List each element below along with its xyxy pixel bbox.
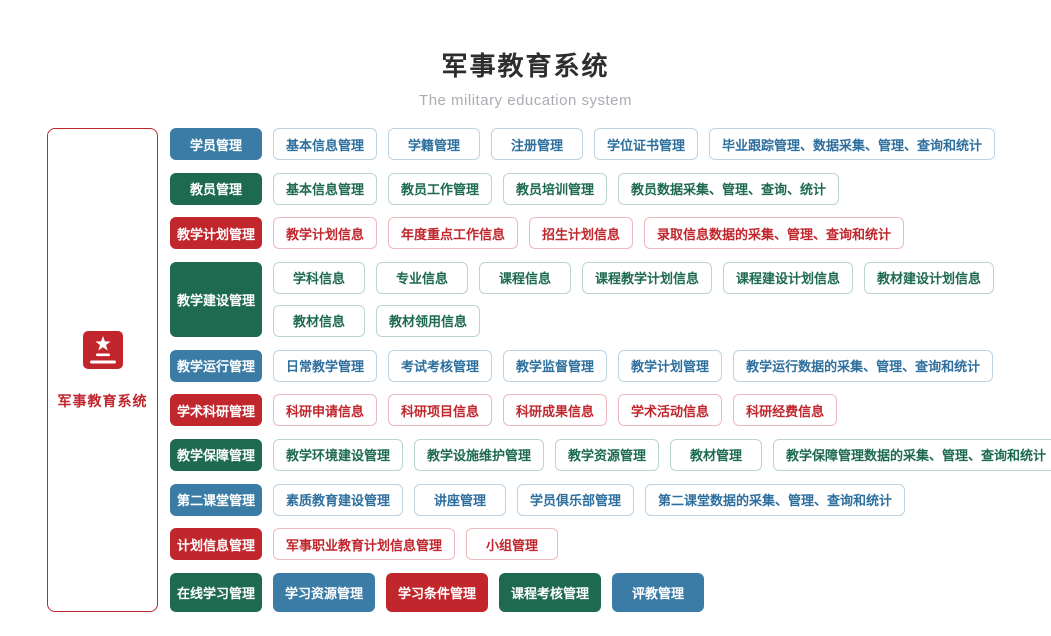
sub-item-chip[interactable]: 课程教学计划信息 (582, 261, 713, 294)
rows-container: 学员管理 基本信息管理 学籍管理 注册管理 学位证书管理 毕业跟踪管理、数据采集… (170, 128, 1051, 612)
sub-item-chip[interactable]: 课程信息 (479, 261, 571, 294)
sub-item-chip[interactable]: 学术活动信息 (618, 394, 723, 427)
sub-item-chip[interactable]: 教学监督管理 (503, 349, 608, 382)
sub-item-chip[interactable]: 课程考核管理 (499, 572, 602, 612)
sub-item-chip[interactable]: 学员俱乐部管理 (517, 483, 635, 516)
row-students: 学员管理 基本信息管理 学籍管理 注册管理 学位证书管理 毕业跟踪管理、数据采集… (170, 128, 1051, 160)
category-button-plan-info[interactable]: 计划信息管理 (170, 528, 262, 561)
page-subtitle: The military education system (419, 92, 632, 109)
sub-item-chip[interactable]: 教学计划信息 (273, 217, 378, 250)
root-label: 军事教育系统 (57, 392, 148, 409)
sub-item-chip[interactable]: 教材建设计划信息 (864, 261, 995, 294)
book-star-icon (80, 330, 126, 377)
sub-item-chip[interactable]: 教学资源管理 (555, 438, 660, 471)
sub-item-chip[interactable]: 教材信息 (273, 304, 365, 337)
sub-item-chip[interactable]: 教材领用信息 (376, 304, 481, 337)
sub-item-chip[interactable]: 教学环境建设管理 (273, 438, 404, 471)
category-button-online-learning[interactable]: 在线学习管理 (170, 572, 262, 612)
row-teaching-construction: 教学建设管理 学科信息 专业信息 课程信息 课程教学计划信息 课程建设计划信息 … (170, 261, 1051, 337)
sub-item-chip[interactable]: 教学运行数据的采集、管理、查询和统计 (733, 349, 994, 382)
sub-item-chip[interactable]: 日常教学管理 (273, 349, 378, 382)
sub-item-chip[interactable]: 学籍管理 (388, 128, 481, 160)
sub-item-chip[interactable]: 评教管理 (612, 572, 705, 612)
sub-item-chip[interactable]: 基本信息管理 (273, 128, 378, 160)
sub-item-chip[interactable]: 讲座管理 (414, 483, 507, 516)
sub-item-chip[interactable]: 招生计划信息 (529, 217, 634, 250)
sub-item-chip[interactable]: 考试考核管理 (388, 349, 493, 382)
category-button-second-classroom[interactable]: 第二课堂管理 (170, 483, 262, 516)
category-button-teaching-construction[interactable]: 教学建设管理 (170, 261, 262, 337)
sub-item-chip[interactable]: 学科信息 (273, 261, 365, 294)
category-button-research[interactable]: 学术科研管理 (170, 394, 262, 427)
row-teaching-operation: 教学运行管理 日常教学管理 考试考核管理 教学监督管理 教学计划管理 教学运行数… (170, 349, 1051, 382)
sub-item-chip[interactable]: 科研经费信息 (733, 394, 838, 427)
sub-item-chip[interactable]: 注册管理 (491, 128, 584, 160)
row-research: 学术科研管理 科研申请信息 科研项目信息 科研成果信息 学术活动信息 科研经费信… (170, 394, 1051, 427)
category-button-faculty[interactable]: 教员管理 (170, 172, 262, 205)
sub-item-chip[interactable]: 教员工作管理 (388, 172, 493, 205)
sub-item-chip[interactable]: 录取信息数据的采集、管理、查询和统计 (644, 217, 905, 250)
sub-item-chip[interactable]: 毕业跟踪管理、数据采集、管理、查询和统计 (709, 128, 996, 160)
sub-item-chip[interactable]: 教员培训管理 (503, 172, 608, 205)
diagram-area: 军事教育系统 学员管理 基本信息管理 学籍管理 注册管理 学位证书管理 毕业跟踪… (47, 128, 1051, 612)
category-button-teaching-support[interactable]: 教学保障管理 (170, 438, 262, 471)
category-button-teaching-plan[interactable]: 教学计划管理 (170, 217, 262, 250)
row-faculty: 教员管理 基本信息管理 教员工作管理 教员培训管理 教员数据采集、管理、查询、统… (170, 172, 1051, 205)
sub-item-chip[interactable]: 基本信息管理 (273, 172, 378, 205)
sub-item-chip[interactable]: 学位证书管理 (594, 128, 699, 160)
category-button-teaching-operation[interactable]: 教学运行管理 (170, 349, 262, 382)
sub-item-chip[interactable]: 年度重点工作信息 (388, 217, 519, 250)
page-title: 军事教育系统 (441, 51, 610, 81)
row-teaching-support: 教学保障管理 教学环境建设管理 教学设施维护管理 教学资源管理 教材管理 教学保… (170, 438, 1051, 471)
sub-item-chip[interactable]: 小组管理 (466, 528, 559, 561)
sub-item-chip[interactable]: 学习条件管理 (386, 572, 489, 612)
sub-item-chip[interactable]: 科研成果信息 (503, 394, 608, 427)
row-plan-info: 计划信息管理 军事职业教育计划信息管理 小组管理 (170, 528, 1051, 561)
sub-item-chip[interactable]: 课程建设计划信息 (723, 261, 854, 294)
sub-item-chip[interactable]: 专业信息 (376, 261, 468, 294)
row-second-classroom: 第二课堂管理 素质教育建设管理 讲座管理 学员俱乐部管理 第二课堂数据的采集、管… (170, 483, 1051, 516)
sub-item-chip[interactable]: 科研项目信息 (388, 394, 493, 427)
row-online-learning: 在线学习管理 学习资源管理 学习条件管理 课程考核管理 评教管理 (170, 572, 1051, 612)
row-teaching-plan: 教学计划管理 教学计划信息 年度重点工作信息 招生计划信息 录取信息数据的采集、… (170, 217, 1051, 250)
sub-item-chip[interactable]: 教材管理 (670, 438, 763, 471)
page-header: 军事教育系统 The military education system (0, 0, 1051, 128)
sub-item-chip[interactable]: 教学计划管理 (618, 349, 723, 382)
sub-item-chip[interactable]: 教学设施维护管理 (414, 438, 545, 471)
sub-item-chip[interactable]: 军事职业教育计划信息管理 (273, 528, 456, 561)
sub-item-chip[interactable]: 素质教育建设管理 (273, 483, 404, 516)
sub-item-chip[interactable]: 科研申请信息 (273, 394, 378, 427)
sub-item-chip[interactable]: 第二课堂数据的采集、管理、查询和统计 (645, 483, 906, 516)
sub-item-chip[interactable]: 学习资源管理 (273, 572, 376, 612)
sub-item-chip[interactable]: 教员数据采集、管理、查询、统计 (618, 172, 840, 205)
root-node[interactable]: 军事教育系统 (47, 128, 158, 612)
category-button-students[interactable]: 学员管理 (170, 128, 262, 160)
sub-item-chip[interactable]: 教学保障管理数据的采集、管理、查询和统计 (773, 438, 1051, 471)
